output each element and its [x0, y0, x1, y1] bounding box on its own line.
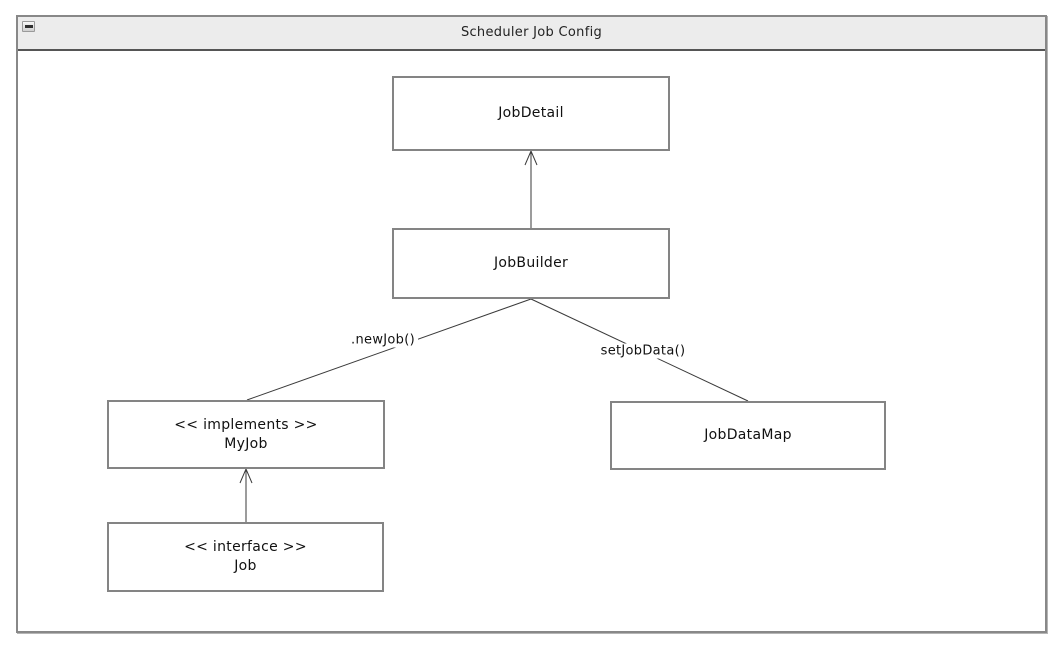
window-title: Scheduler Job Config	[460, 25, 603, 40]
node-jobdetail-label: JobDetail	[498, 105, 564, 121]
collapse-icon[interactable]	[22, 21, 35, 32]
node-jobdetail[interactable]: JobDetail	[392, 76, 670, 151]
node-myjob-stereotype: << implements >>	[174, 416, 318, 433]
arrowhead-myjob	[239, 467, 253, 484]
window-titlebar[interactable]: Scheduler Job Config	[18, 17, 1045, 51]
scheduler-job-config-window: Scheduler Job Config JobDetail JobBuilde…	[16, 15, 1047, 633]
edge-label-setjobdata: setJobData()	[597, 343, 689, 359]
edge-jobbuilder-myjob	[246, 298, 532, 401]
node-myjob-label: MyJob	[224, 435, 268, 452]
node-job-stereotype: << interface >>	[184, 539, 307, 555]
node-jobdatamap-label: JobDataMap	[704, 427, 792, 443]
node-job[interactable]: << interface >> Job	[107, 522, 384, 592]
node-job-label: Job	[234, 558, 257, 574]
collapse-icon-bar	[24, 25, 33, 28]
node-jobdatamap[interactable]: JobDataMap	[610, 401, 886, 470]
node-jobbuilder-label: JobBuilder	[493, 255, 569, 271]
node-myjob[interactable]: << implements >> MyJob	[107, 400, 385, 469]
edge-label-newjob: .newJob()	[348, 332, 418, 348]
diagram-canvas: JobDetail JobBuilder << implements >> My…	[18, 51, 1045, 631]
arrowhead-jobdetail	[524, 149, 538, 166]
node-jobbuilder[interactable]: JobBuilder	[392, 228, 670, 299]
